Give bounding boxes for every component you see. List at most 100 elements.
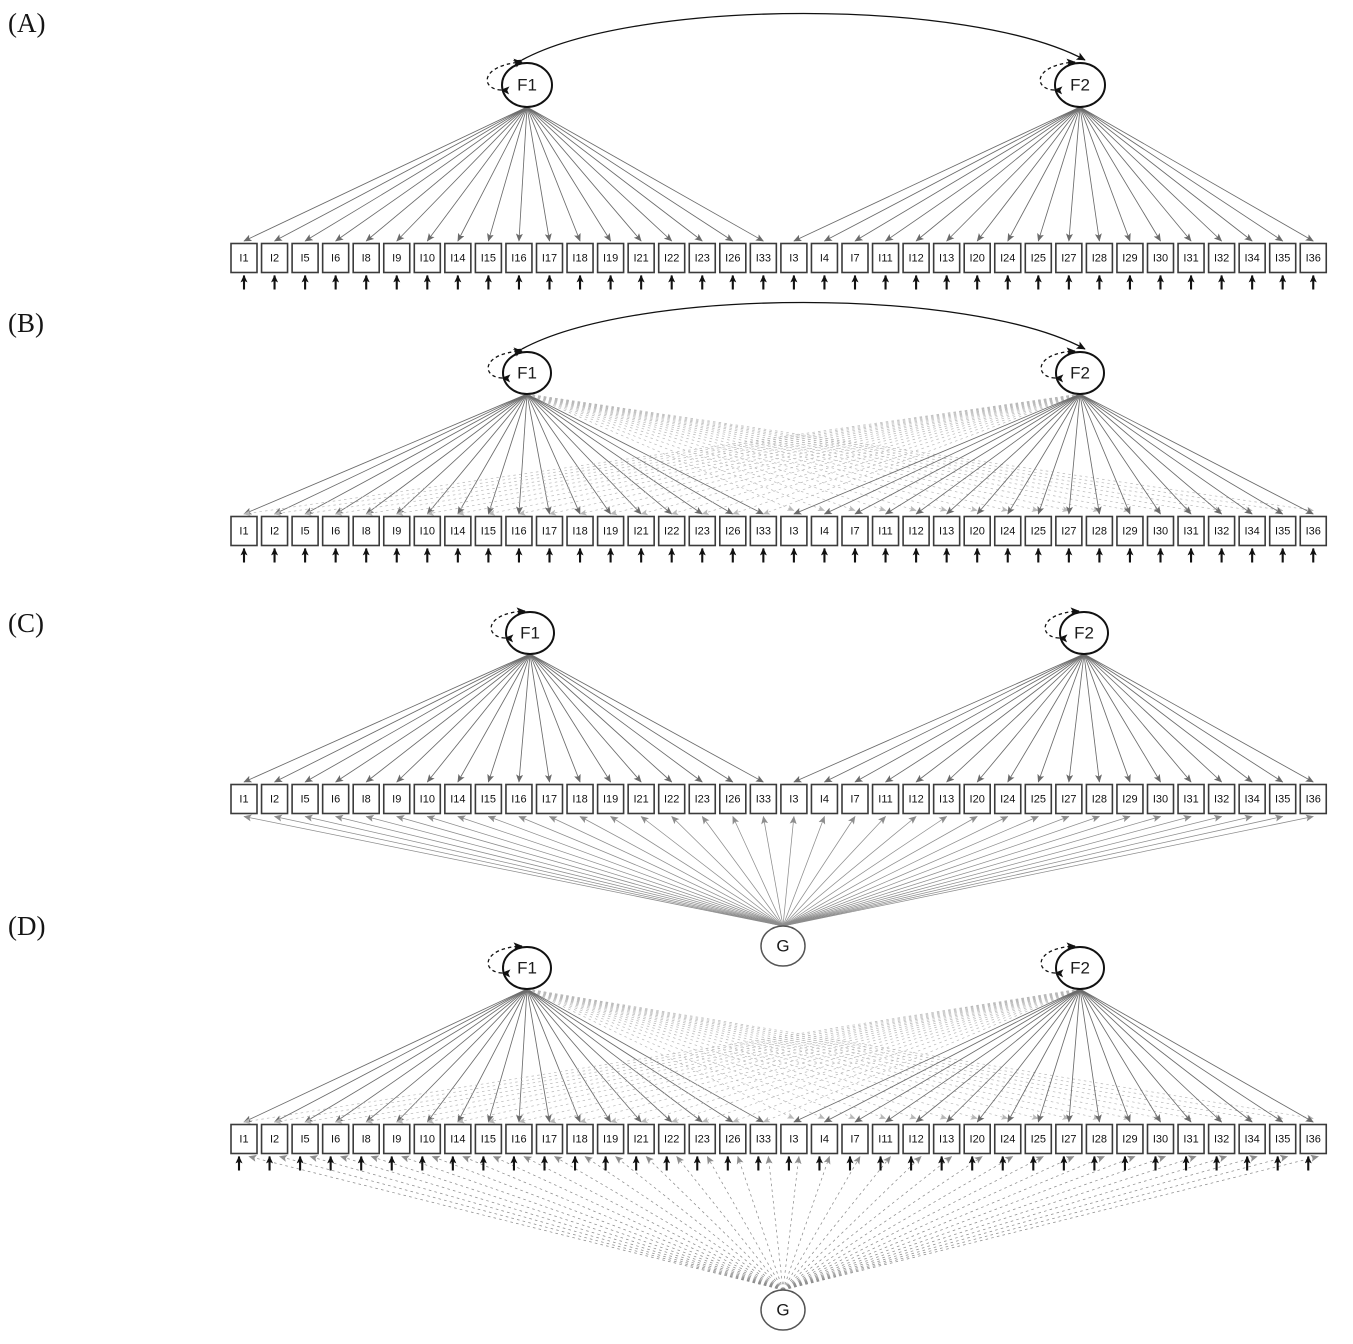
indicator-box-rect[interactable] (1268, 515, 1297, 547)
indicator-box[interactable]: I15 (474, 242, 503, 274)
indicator-box[interactable]: I25 (1024, 1123, 1053, 1155)
indicator-box[interactable]: I33 (749, 1123, 778, 1155)
indicator-box-rect[interactable] (413, 515, 442, 547)
indicator-box-rect[interactable] (566, 242, 594, 274)
indicator-box-rect[interactable] (932, 1123, 961, 1155)
indicator-box[interactable]: I34 (1238, 242, 1266, 274)
indicator-box-rect[interactable] (1146, 515, 1175, 547)
indicator-box[interactable]: I4 (810, 1123, 839, 1155)
indicator-box-rect[interactable] (810, 515, 839, 547)
indicator-box[interactable]: I14 (444, 242, 472, 274)
indicator-box[interactable]: I10 (413, 515, 442, 547)
indicator-box[interactable]: I26 (718, 515, 747, 547)
indicator-box[interactable]: I7 (841, 1123, 869, 1155)
indicator-box[interactable]: I31 (1177, 242, 1205, 274)
indicator-box-rect[interactable] (657, 515, 686, 547)
factor-node-f2[interactable]: F2 (1044, 607, 1109, 655)
indicator-box-rect[interactable] (810, 242, 839, 274)
indicator-box-rect[interactable] (993, 783, 1022, 815)
indicator-box[interactable]: I18 (566, 783, 594, 815)
indicator-box[interactable]: I23 (688, 242, 717, 274)
indicator-box[interactable]: I23 (688, 515, 717, 547)
indicator-box-rect[interactable] (260, 515, 289, 547)
indicator-box-rect[interactable] (444, 1123, 472, 1155)
indicator-box-rect[interactable] (1177, 783, 1205, 815)
indicator-box-rect[interactable] (352, 1123, 381, 1155)
indicator-box[interactable]: I21 (627, 515, 655, 547)
indicator-box[interactable]: I2 (260, 515, 289, 547)
indicator-box-rect[interactable] (1024, 783, 1053, 815)
indicator-box-rect[interactable] (963, 242, 992, 274)
indicator-box-rect[interactable] (596, 242, 625, 274)
indicator-box-rect[interactable] (413, 783, 442, 815)
indicator-box[interactable]: I35 (1268, 783, 1297, 815)
indicator-box[interactable]: I25 (1024, 242, 1053, 274)
indicator-box-rect[interactable] (1268, 242, 1297, 274)
indicator-box[interactable]: I2 (260, 242, 289, 274)
indicator-box[interactable]: I29 (1116, 515, 1144, 547)
factor-node-f2[interactable]: F2 (1040, 942, 1105, 990)
indicator-box[interactable]: I26 (718, 1123, 747, 1155)
indicator-box[interactable]: I10 (413, 242, 442, 274)
indicator-box-rect[interactable] (871, 242, 900, 274)
indicator-box-rect[interactable] (841, 783, 869, 815)
indicator-box[interactable]: I5 (291, 515, 319, 547)
indicator-box-rect[interactable] (321, 242, 350, 274)
indicator-box[interactable]: I7 (841, 242, 869, 274)
indicator-box[interactable]: I14 (444, 515, 472, 547)
indicator-box[interactable]: I28 (1085, 1123, 1114, 1155)
indicator-box-rect[interactable] (810, 1123, 839, 1155)
indicator-box-rect[interactable] (1238, 1123, 1266, 1155)
indicator-box[interactable]: I31 (1177, 783, 1205, 815)
indicator-box[interactable]: I36 (1299, 1123, 1328, 1155)
indicator-box[interactable]: I11 (871, 515, 900, 547)
indicator-box-rect[interactable] (505, 1123, 533, 1155)
indicator-box[interactable]: I22 (657, 783, 686, 815)
indicator-box[interactable]: I9 (382, 783, 411, 815)
indicator-box-rect[interactable] (1207, 783, 1236, 815)
indicator-box-rect[interactable] (1207, 1123, 1236, 1155)
indicator-box[interactable]: I23 (688, 783, 717, 815)
indicator-box[interactable]: I26 (718, 783, 747, 815)
indicator-box[interactable]: I23 (688, 1123, 717, 1155)
indicator-box[interactable]: I15 (474, 1123, 503, 1155)
indicator-box-rect[interactable] (535, 242, 564, 274)
indicator-box[interactable]: I28 (1085, 242, 1114, 274)
indicator-box[interactable]: I33 (749, 783, 778, 815)
indicator-box-rect[interactable] (1024, 242, 1053, 274)
indicator-box-rect[interactable] (749, 242, 778, 274)
indicator-box-rect[interactable] (1085, 783, 1114, 815)
indicator-box-rect[interactable] (382, 242, 411, 274)
indicator-box-rect[interactable] (657, 783, 686, 815)
indicator-box-rect[interactable] (810, 783, 839, 815)
indicator-box-rect[interactable] (1146, 1123, 1175, 1155)
indicator-box-rect[interactable] (596, 1123, 625, 1155)
factor-node-f2[interactable]: F2 (1040, 347, 1105, 395)
indicator-box[interactable]: I36 (1299, 515, 1328, 547)
indicator-box-rect[interactable] (535, 783, 564, 815)
indicator-box-rect[interactable] (596, 783, 625, 815)
indicator-box-rect[interactable] (321, 1123, 350, 1155)
indicator-box-rect[interactable] (657, 1123, 686, 1155)
general-factor-ellipse[interactable] (760, 925, 806, 967)
indicator-box-rect[interactable] (352, 515, 381, 547)
indicator-box-rect[interactable] (1116, 515, 1144, 547)
indicator-box-rect[interactable] (505, 242, 533, 274)
indicator-box[interactable]: I31 (1177, 515, 1205, 547)
indicator-box-rect[interactable] (1268, 783, 1297, 815)
indicator-box[interactable]: I35 (1268, 242, 1297, 274)
indicator-box-rect[interactable] (444, 783, 472, 815)
indicator-box-rect[interactable] (871, 1123, 900, 1155)
indicator-box[interactable]: I22 (657, 1123, 686, 1155)
indicator-box[interactable]: I28 (1085, 515, 1114, 547)
indicator-box[interactable]: I29 (1116, 783, 1144, 815)
indicator-box[interactable]: I12 (902, 783, 930, 815)
indicator-box[interactable]: I10 (413, 783, 442, 815)
indicator-box-rect[interactable] (1238, 515, 1266, 547)
indicator-box[interactable]: I17 (535, 783, 564, 815)
indicator-box[interactable]: I19 (596, 1123, 625, 1155)
indicator-box[interactable]: I30 (1146, 515, 1175, 547)
indicator-box-rect[interactable] (963, 515, 992, 547)
indicator-box-rect[interactable] (1177, 515, 1205, 547)
indicator-box-rect[interactable] (382, 783, 411, 815)
